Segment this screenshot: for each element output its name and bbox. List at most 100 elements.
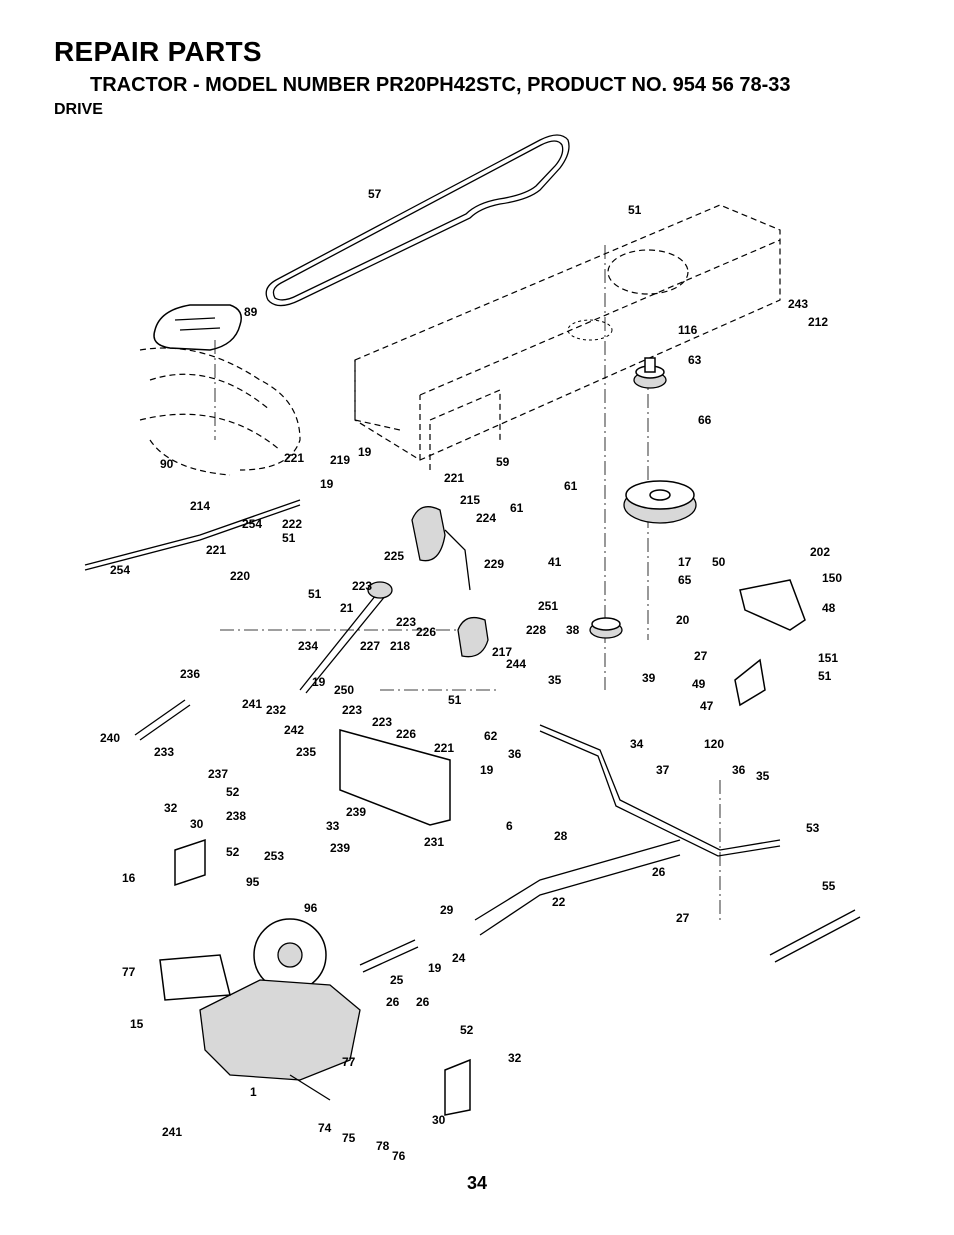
callout-238: 238	[226, 809, 246, 823]
callout-225: 225	[384, 549, 404, 563]
callout-221c: 221	[206, 543, 226, 557]
callout-17: 17	[678, 555, 692, 569]
callout-253: 253	[264, 849, 284, 863]
callout-250: 250	[334, 683, 354, 697]
callout-76: 76	[392, 1149, 406, 1163]
callout-89: 89	[244, 305, 258, 319]
callout-27: 27	[694, 649, 708, 663]
callout-26b: 26	[386, 995, 400, 1009]
callout-63: 63	[688, 353, 702, 367]
callout-38: 38	[566, 623, 580, 637]
callout-19d: 19	[480, 763, 494, 777]
callout-30: 30	[190, 817, 204, 831]
callout-221b: 221	[444, 471, 464, 485]
callout-223: 223	[352, 579, 372, 593]
bracket-231	[339, 729, 451, 826]
tractor-frame	[354, 204, 781, 470]
spring-240	[134, 699, 191, 741]
callout-254: 254	[242, 517, 262, 531]
callout-66: 66	[698, 413, 712, 427]
callout-19e: 19	[428, 961, 442, 975]
drive-belt	[265, 134, 570, 307]
callout-228: 228	[526, 623, 546, 637]
callout-35b: 35	[756, 769, 770, 783]
callout-243: 243	[788, 297, 808, 311]
page-number: 34	[466, 1173, 488, 1193]
callout-27b: 27	[676, 911, 690, 925]
callout-218: 218	[390, 639, 410, 653]
callout-26: 26	[652, 865, 666, 879]
callout-33: 33	[326, 819, 340, 833]
callout-221d: 221	[434, 741, 454, 755]
brake-lever	[299, 581, 393, 694]
callout-30b: 30	[432, 1113, 446, 1127]
callout-32b: 32	[508, 1051, 522, 1065]
bracket-48	[739, 579, 806, 631]
callout-57: 57	[368, 187, 382, 201]
callout-235: 235	[296, 745, 316, 759]
page-title: REPAIR PARTS	[54, 36, 262, 67]
spring-25	[359, 939, 419, 973]
callout-26c: 26	[416, 995, 430, 1009]
callout-215: 215	[460, 493, 480, 507]
callout-78: 78	[376, 1139, 390, 1153]
callout-90: 90	[160, 457, 174, 471]
callout-29: 29	[440, 903, 454, 917]
callout-50: 50	[712, 555, 726, 569]
callout-20: 20	[676, 613, 690, 627]
callout-229: 229	[484, 557, 504, 571]
callout-116: 116	[678, 323, 698, 337]
callout-75: 75	[342, 1131, 356, 1145]
callout-222: 222	[282, 517, 302, 531]
bracket-30-upper	[174, 838, 206, 887]
transaxle	[159, 954, 361, 1101]
callout-254b: 254	[110, 563, 130, 577]
pedal-217	[457, 616, 489, 658]
tractor-body-outline	[139, 347, 301, 476]
callout-51d: 51	[818, 669, 832, 683]
callout-77: 77	[122, 965, 136, 979]
callout-49: 49	[692, 677, 706, 691]
callout-labels: 57 51 89 243 116 212 63 66 90 59 61 61 2…	[100, 187, 842, 1163]
callout-151: 151	[818, 651, 838, 665]
callout-52c: 52	[460, 1023, 474, 1037]
section-heading: DRIVE	[54, 101, 103, 118]
callout-35: 35	[548, 673, 562, 687]
pedal-215	[411, 506, 471, 591]
shaft-34	[539, 724, 781, 857]
callout-52b: 52	[226, 845, 240, 859]
callout-34: 34	[630, 737, 644, 751]
callout-120: 120	[704, 737, 724, 751]
callout-231: 231	[424, 835, 444, 849]
callout-74: 74	[318, 1121, 332, 1135]
callout-61b: 61	[510, 501, 524, 515]
callout-150: 150	[822, 571, 842, 585]
callout-251: 251	[538, 599, 558, 613]
callout-219: 219	[330, 453, 350, 467]
callout-212: 212	[808, 315, 828, 329]
callout-226: 226	[416, 625, 436, 639]
callout-51b: 51	[282, 531, 296, 545]
lift-rod	[84, 499, 301, 571]
seat-plate	[153, 304, 242, 351]
callout-227: 227	[360, 639, 380, 653]
callout-51e: 51	[448, 693, 462, 707]
callout-39: 39	[642, 671, 656, 685]
electric-clutch	[623, 480, 697, 524]
callout-220: 220	[230, 569, 250, 583]
callout-223c: 223	[342, 703, 362, 717]
callout-239: 239	[346, 805, 366, 819]
callout-96: 96	[304, 901, 318, 915]
callout-242: 242	[284, 723, 304, 737]
callout-28: 28	[554, 829, 568, 843]
callout-53: 53	[806, 821, 820, 835]
callout-202: 202	[810, 545, 830, 559]
callout-240: 240	[100, 731, 120, 745]
callout-223d: 223	[372, 715, 392, 729]
callout-77b: 77	[342, 1055, 356, 1069]
callout-36: 36	[508, 747, 522, 761]
rod-28	[474, 839, 681, 936]
callout-52: 52	[226, 785, 240, 799]
callout-16: 16	[122, 871, 136, 885]
